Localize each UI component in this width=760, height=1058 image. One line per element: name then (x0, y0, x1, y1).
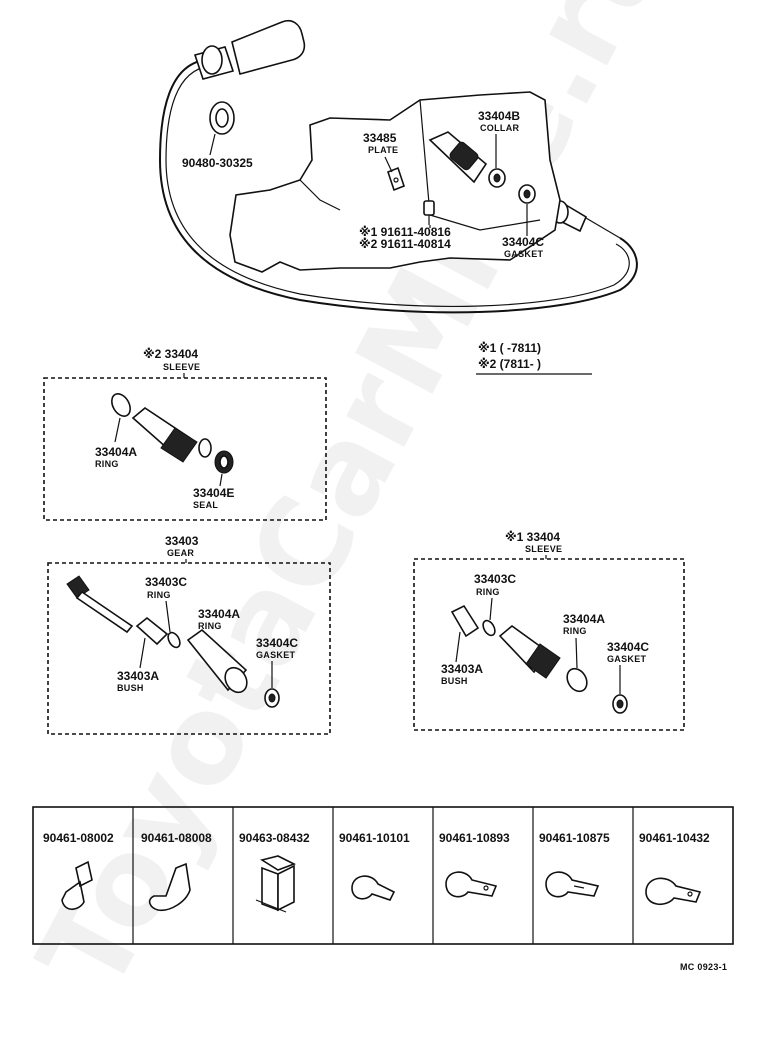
clamp-cell-4: 90461-10101 (339, 831, 410, 901)
svg-text:90480-30325: 90480-30325 (182, 156, 253, 170)
clamp-cell-3: 90463-08432 (239, 831, 310, 913)
label-bolt: ※1 91611-40816 ※2 91611-40814 (359, 225, 451, 251)
svg-text:33404C: 33404C (502, 235, 544, 249)
svg-text:GEAR: GEAR (167, 548, 194, 558)
label-ring-a: 33404A (198, 607, 240, 621)
label-ring-c: 33403C (474, 572, 516, 586)
svg-text:90461-08002: 90461-08002 (43, 831, 114, 845)
clamp-cell-6: 90461-10875 (539, 831, 610, 898)
date-legend: ※1 ( -7811) ※2 (7811- ) (476, 341, 592, 375)
clamp-cell-1: 90461-08002 (43, 831, 114, 911)
label-gasket: 33404C (607, 640, 649, 654)
svg-text:SLEEVE: SLEEVE (525, 544, 562, 554)
svg-text:GASKET: GASKET (256, 650, 296, 660)
label-seal: 33404E (193, 486, 234, 500)
svg-text:90461-10875: 90461-10875 (539, 831, 610, 845)
svg-text:RING: RING (476, 587, 500, 597)
label-grommet: 90480-30325 (182, 156, 253, 170)
label-ring-c: 33403C (145, 575, 187, 589)
svg-text:RING: RING (198, 621, 222, 631)
svg-text:90461-08008: 90461-08008 (141, 831, 212, 845)
svg-text:33485: 33485 (363, 131, 397, 145)
diagram-code: MC 0923-1 (680, 962, 727, 972)
label-gasket-top: 33404C GASKET (502, 204, 544, 259)
svg-text:90461-10893: 90461-10893 (439, 831, 510, 845)
svg-text:※1 91611-40816: ※1 91611-40816 (359, 225, 451, 239)
svg-text:※2 33404: ※2 33404 (143, 347, 198, 361)
svg-text:GASKET: GASKET (607, 654, 647, 664)
clamp-cell-2: 90461-08008 (141, 831, 212, 912)
svg-text:SEAL: SEAL (193, 500, 218, 510)
label-plate: 33485 PLATE (363, 131, 398, 173)
clamp-cell-5: 90461-10893 (439, 831, 510, 898)
svg-text:33404B: 33404B (478, 109, 520, 123)
svg-text:※1 33404: ※1 33404 (505, 530, 560, 544)
clamp-table: 90461-08002 90461-08008 90463-08432 9046… (32, 806, 734, 945)
svg-text:COLLAR: COLLAR (480, 123, 519, 133)
svg-text:RING: RING (147, 590, 171, 600)
svg-text:RING: RING (95, 459, 119, 469)
svg-text:※1 ( -7811): ※1 ( -7811) (478, 341, 541, 355)
label-collar: 33404B COLLAR (478, 109, 520, 168)
svg-text:BUSH: BUSH (117, 683, 144, 693)
svg-text:90461-10101: 90461-10101 (339, 831, 410, 845)
label-bush: 33403A (117, 669, 159, 683)
gear-group: 33403 GEAR 33403C RING 33404A RING 33404… (47, 534, 331, 735)
svg-text:※2 (7811- ): ※2 (7811- ) (478, 357, 541, 371)
sleeve-2-group: ※2 33404 SLEEVE 33404A RING 33404E SEAL (43, 347, 327, 521)
label-gasket: 33404C (256, 636, 298, 650)
svg-text:SLEEVE: SLEEVE (163, 362, 200, 372)
svg-text:BUSH: BUSH (441, 676, 468, 686)
svg-text:90463-08432: 90463-08432 (239, 831, 310, 845)
svg-text:GASKET: GASKET (504, 249, 544, 259)
clamp-cell-7: 90461-10432 (639, 831, 710, 905)
label-bush: 33403A (441, 662, 483, 676)
svg-text:33403: 33403 (165, 534, 199, 548)
transmission-assembly (158, 19, 638, 314)
svg-text:RING: RING (563, 626, 587, 636)
svg-text:※2 91611-40814: ※2 91611-40814 (359, 237, 451, 251)
svg-text:90461-10432: 90461-10432 (639, 831, 710, 845)
sleeve-1-group: ※1 33404 SLEEVE 33403C RING 33404A RING … (413, 530, 685, 731)
label-ring-a: 33404A (563, 612, 605, 626)
label-ring: 33404A (95, 445, 137, 459)
svg-text:PLATE: PLATE (368, 145, 398, 155)
